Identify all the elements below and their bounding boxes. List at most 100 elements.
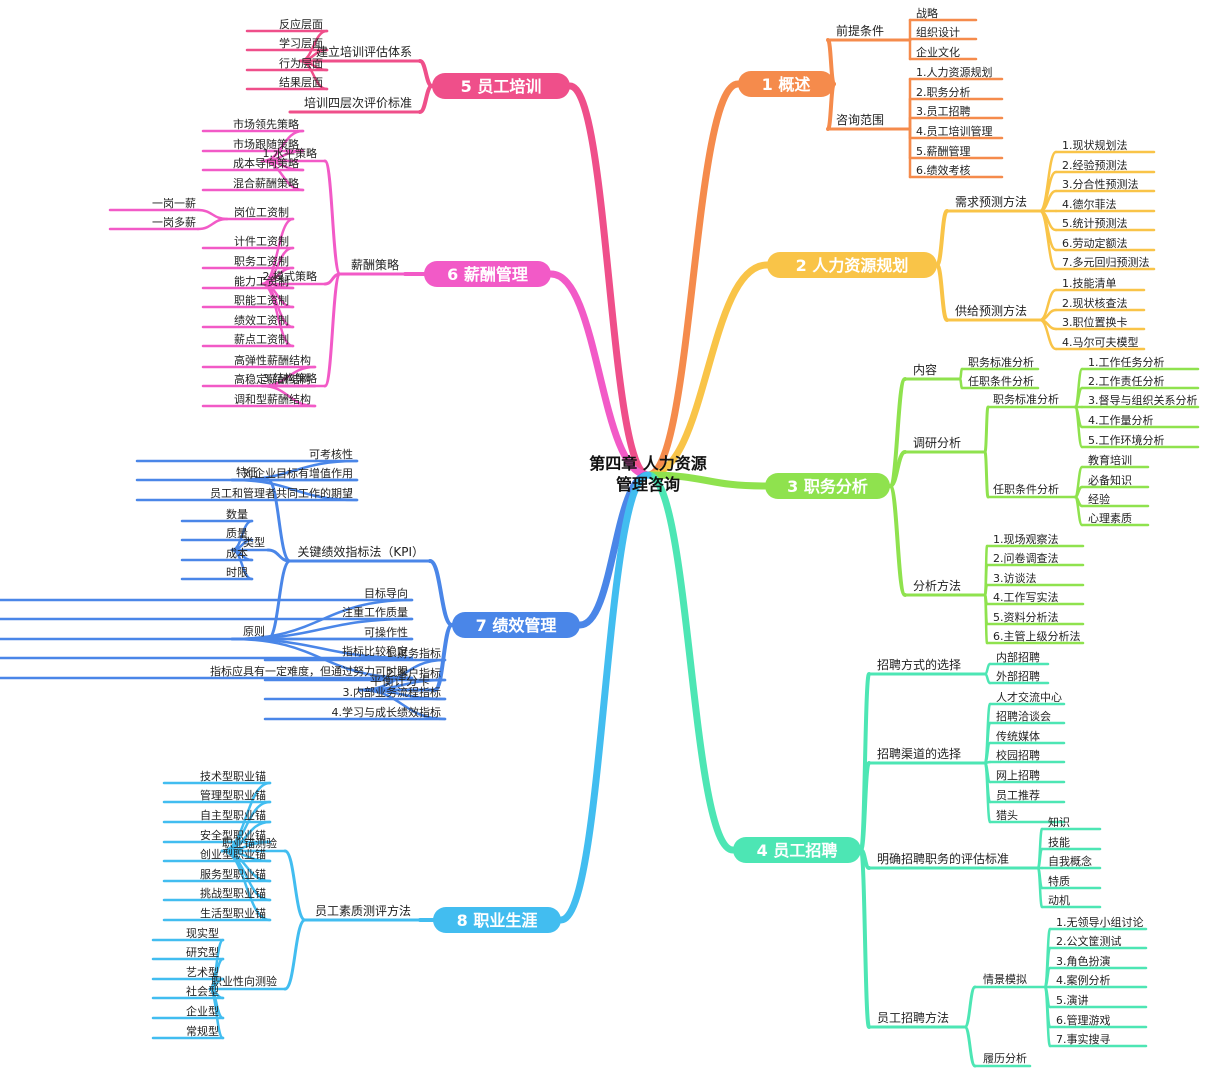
topic-pill[interactable]: [452, 612, 580, 638]
leaf-label: 对企业目标有增值作用: [243, 466, 353, 480]
leaf-link: [208, 987, 225, 1040]
leaf-label: 教育培训: [1088, 453, 1132, 467]
topic-b4[interactable]: 4 员工招聘: [733, 837, 861, 863]
leaf-label: 现实型: [186, 926, 219, 940]
leaf-label: 1.人力资源规划: [916, 65, 993, 79]
topic-title: 4 员工招聘: [757, 841, 838, 860]
central-topic: 第四章 人力资源 管理咨询: [589, 454, 707, 494]
subtopic-label: 薪酬策略: [351, 257, 399, 272]
leaf-label: 学习层面: [279, 36, 323, 50]
leaf-label: 4.工作写实法: [993, 590, 1059, 604]
leaf-label: 人才交流中心: [996, 690, 1062, 704]
leaf-label: 3.职位置换卡: [1062, 315, 1128, 329]
topic-pill[interactable]: [424, 261, 551, 287]
leaf-label: 6.管理游戏: [1056, 1013, 1111, 1027]
leaf-label: 4.员工培训管理: [916, 124, 993, 138]
topic-pill[interactable]: [765, 473, 890, 499]
subtopic-link: [418, 84, 434, 114]
subtopic-label: 任职条件分析: [993, 482, 1059, 496]
subtopic-link: [283, 918, 307, 991]
topic-b3[interactable]: 3 职务分析: [765, 473, 890, 499]
leaf-label: 计件工资制: [234, 235, 289, 248]
leaf-label: 知识: [1048, 815, 1070, 829]
topic-b7[interactable]: 7 绩效管理: [452, 612, 580, 638]
leaf-label: 数量: [226, 508, 248, 521]
subtopic-label: 调研分析: [913, 436, 961, 450]
branch-trunk: [566, 82, 652, 479]
leaf-label: 指标比较稳定: [342, 644, 408, 658]
leaf-label: 6.主管上级分析法: [993, 629, 1081, 643]
subtopic-label: 原则: [243, 625, 265, 638]
leaf-link: [983, 672, 992, 685]
leaf-label: 1.工作任务分析: [1088, 355, 1165, 369]
leaf-label: 挑战型职业锚: [200, 886, 266, 900]
leaf-link: [958, 367, 964, 381]
topic-pill[interactable]: [733, 837, 861, 863]
leaf-label: 内部招聘: [996, 650, 1040, 664]
subtopic-label: 分析方法: [913, 578, 961, 593]
topic-b2[interactable]: 2 人力资源规划: [767, 252, 937, 278]
leaf-label: 1.技能清单: [1062, 276, 1117, 290]
leaf-label: 一岗一薪: [152, 197, 196, 210]
leaf-label: 传统媒体: [996, 729, 1040, 743]
leaf-label: 社会型: [186, 984, 219, 998]
leaf-label: 职务工资制: [234, 255, 289, 268]
topic-title: 6 薪酬管理: [447, 265, 528, 284]
leaf-label: 一岗多薪: [152, 215, 196, 229]
topic-title: 7 绩效管理: [476, 616, 557, 635]
subtopic-label: 类型: [243, 535, 265, 549]
leaf-label: 战略: [916, 6, 938, 20]
subtopic-label: 3.结构策略: [263, 371, 318, 385]
leaf-label: 4.案例分析: [1056, 973, 1111, 987]
leaf-label: 经验: [1088, 492, 1110, 506]
leaf-label: 自主型职业锚: [200, 808, 266, 822]
branch-trunk: [547, 270, 652, 479]
leaf-label: 企业型: [186, 1004, 219, 1018]
subtopic-label: 2.模式策略: [263, 269, 318, 283]
leaf-label: 5.演讲: [1056, 993, 1089, 1007]
topic-pill[interactable]: [433, 907, 561, 933]
leaf-label: 组织设计: [916, 25, 960, 39]
leaf-label: 2.客户指标: [387, 666, 442, 680]
leaf-label: 3.督导与组织关系分析: [1088, 393, 1198, 407]
leaf-label: 招聘洽谈会: [996, 709, 1051, 723]
topic-b6[interactable]: 6 薪酬管理: [424, 261, 551, 287]
leaf-label: 7.事实搜寻: [1056, 1032, 1111, 1046]
topic-pill[interactable]: [432, 73, 570, 99]
subtopic-label: 情景模拟: [983, 972, 1027, 986]
leaf-label: 质量: [226, 527, 248, 540]
leaf-label: 动机: [1048, 893, 1070, 907]
topic-pill[interactable]: [738, 71, 834, 97]
subtopic-label: 供给预测方法: [955, 303, 1027, 318]
leaf-label: 注重工作质量: [342, 605, 408, 619]
leaf-label: 常规型: [186, 1024, 219, 1038]
leaf-label: 能力工资制: [234, 274, 289, 288]
leaf-label: 技能: [1048, 835, 1070, 849]
leaf-label: 可操作性: [364, 625, 408, 639]
leaf-link: [983, 662, 992, 676]
topic-b8[interactable]: 8 职业生涯: [433, 907, 561, 933]
leaf-label: 岗位工资制: [234, 205, 289, 219]
leaf-label: 4.学习与成长绩效指标: [332, 705, 442, 719]
subtopic-label: 关键绩效指标法（KPI）: [297, 544, 424, 559]
leaf-label: 员工推荐: [996, 788, 1040, 802]
leaf-label: 校园招聘: [996, 748, 1040, 762]
topic-b1[interactable]: 1 概述: [738, 71, 834, 97]
topic-title: 5 员工培训: [461, 77, 542, 96]
subtopic-label: 前提条件: [836, 23, 884, 38]
subtopic-label: 平衡计分卡: [370, 674, 430, 688]
leaf-label: 2.工作责任分析: [1088, 374, 1165, 388]
leaf-link: [983, 593, 989, 645]
topic-pill[interactable]: [767, 252, 937, 278]
branch-trunk: [644, 261, 771, 479]
subtopic-label: 履历分析: [983, 1051, 1027, 1065]
subtopic-label: 需求预测方法: [955, 194, 1027, 209]
topic-b5[interactable]: 5 员工培训: [432, 73, 570, 99]
leaf-label: 5.工作环境分析: [1088, 433, 1165, 447]
leaf-label: 2.职务分析: [916, 85, 971, 99]
leaf-label: 5.资料分析法: [993, 610, 1059, 624]
leaf-label: 7.多元回归预测法: [1062, 255, 1150, 269]
subtopic-link: [888, 484, 907, 597]
leaf-label: 猎头: [996, 808, 1018, 822]
branch-trunk: [557, 471, 652, 924]
